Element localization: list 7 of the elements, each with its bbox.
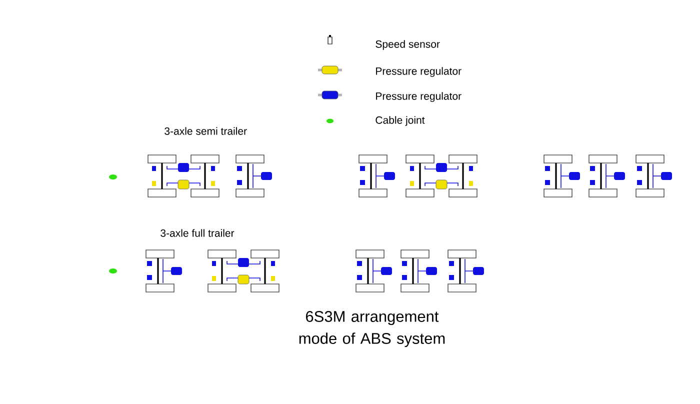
- trailer-label: 3-axle semi trailer: [164, 127, 247, 135]
- legend-label: Pressure regulator: [376, 67, 462, 77]
- legend-label: Cable joint: [376, 116, 425, 126]
- caption: 6S3M arrangement mode of ABS system: [299, 310, 445, 348]
- trailer-label: 3-axle full trailer: [160, 229, 234, 237]
- legend-label: Pressure regulator: [376, 92, 462, 102]
- legend-label: Speed sensor: [376, 40, 440, 50]
